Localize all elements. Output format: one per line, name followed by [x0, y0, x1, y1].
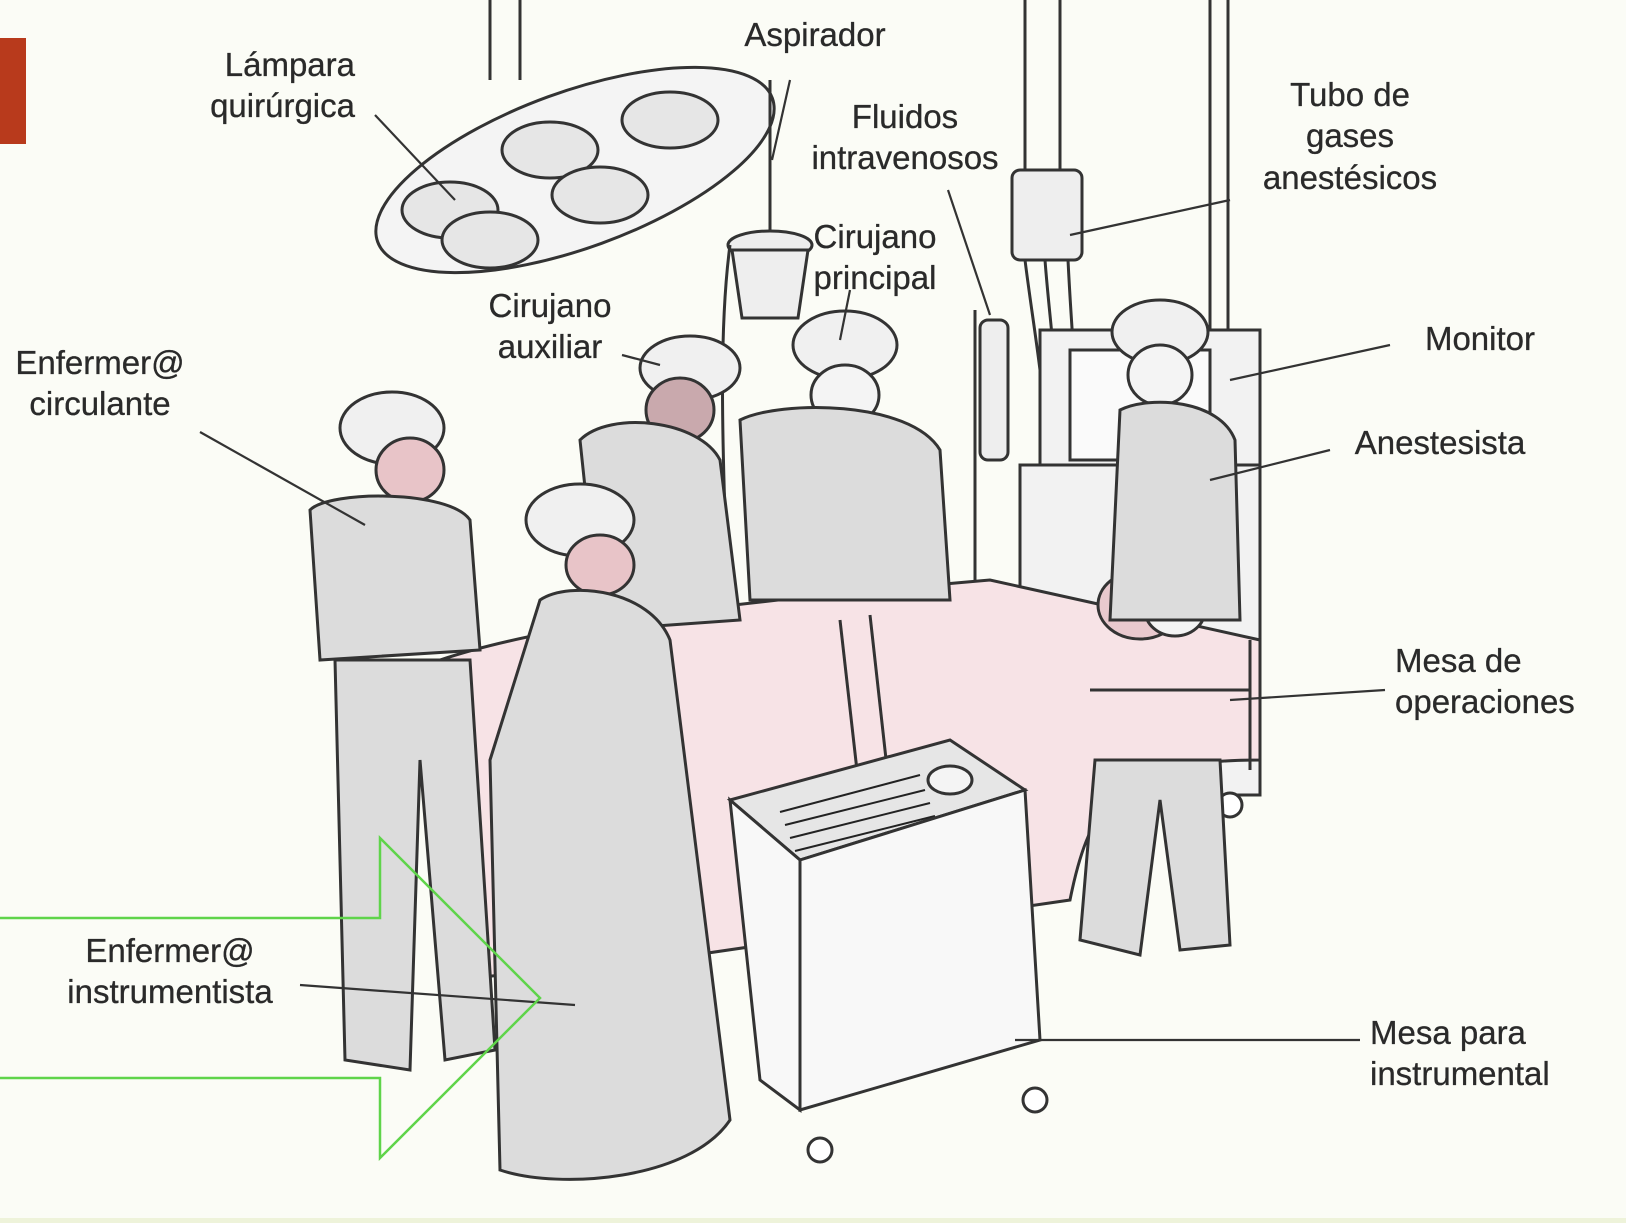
- label-line: Enfermer@: [0, 342, 210, 383]
- label-line: Mesa de: [1395, 640, 1620, 681]
- label-enfermera-instrumentista: Enfermer@ instrumentista: [40, 930, 300, 1013]
- label-line: principal: [790, 257, 960, 298]
- label-line: Aspirador: [720, 14, 910, 55]
- label-mesa-operaciones: Mesa de operaciones: [1395, 640, 1620, 723]
- label-line: Tubo de: [1230, 74, 1470, 115]
- label-monitor: Monitor: [1395, 318, 1565, 359]
- label-enfermera-circulante: Enfermer@ circulante: [0, 342, 210, 425]
- label-line: Anestesista: [1325, 422, 1555, 463]
- label-line: auxiliar: [465, 326, 635, 367]
- label-line: Cirujano: [465, 285, 635, 326]
- label-line: Fluidos: [790, 96, 1020, 137]
- label-line: circulante: [0, 383, 210, 424]
- label-lampara-quirurgica: Lámpara quirúrgica: [140, 44, 355, 127]
- label-line: Cirujano: [790, 216, 960, 257]
- label-line: quirúrgica: [140, 85, 355, 126]
- label-cirujano-auxiliar: Cirujano auxiliar: [465, 285, 635, 368]
- label-anestesista: Anestesista: [1325, 422, 1555, 463]
- label-mesa-instrumental: Mesa para instrumental: [1370, 1012, 1600, 1095]
- label-line: Mesa para: [1370, 1012, 1600, 1053]
- label-line: operaciones: [1395, 681, 1620, 722]
- label-fluidos-intravenosos: Fluidos intravenosos: [790, 96, 1020, 179]
- label-line: Monitor: [1395, 318, 1565, 359]
- label-line: gases: [1230, 115, 1470, 156]
- label-line: instrumentista: [40, 971, 300, 1012]
- label-line: Enfermer@: [40, 930, 300, 971]
- label-line: intravenosos: [790, 137, 1020, 178]
- label-line: Lámpara: [140, 44, 355, 85]
- label-cirujano-principal: Cirujano principal: [790, 216, 960, 299]
- accent-bar: [0, 38, 26, 144]
- label-aspirador: Aspirador: [720, 14, 910, 55]
- label-line: instrumental: [1370, 1053, 1600, 1094]
- label-tubo-gases-anestesicos: Tubo de gases anestésicos: [1230, 74, 1470, 198]
- label-line: anestésicos: [1230, 157, 1470, 198]
